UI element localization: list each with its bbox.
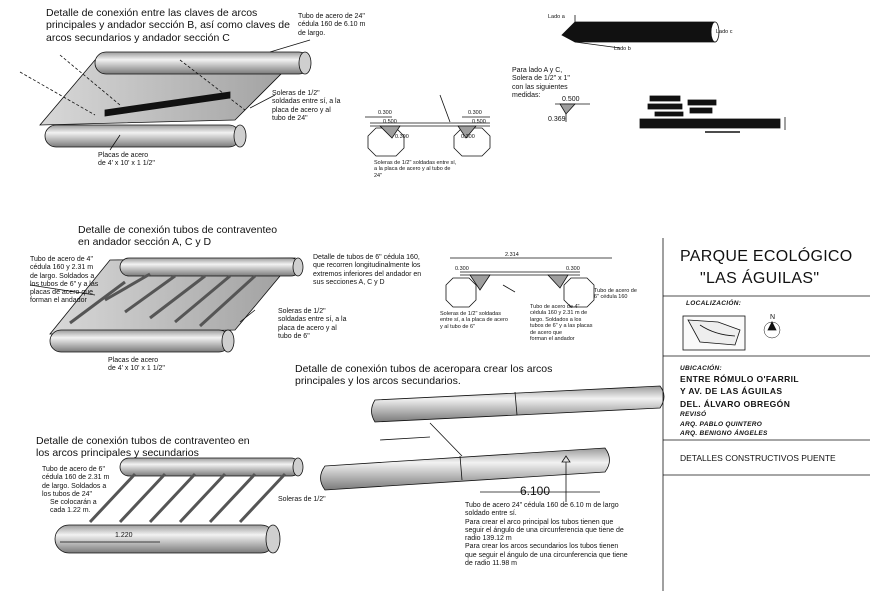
panel-e-note-soleras: Soleras de 1/2" soldadas entre sí, a la … bbox=[440, 311, 508, 330]
address-line-1: ENTRE RÓMULO O'FARRIL bbox=[680, 374, 800, 384]
panel-f-note-tubo: Tubo de acero de 6" cédula 160 de 2.31 m… bbox=[42, 466, 110, 498]
panel-a-isometric bbox=[19, 39, 312, 151]
panel-b-dim-c: 0.500 bbox=[383, 119, 397, 125]
panel-e-note-tubo6: Tubo de acero de 6" cédula 160 bbox=[594, 288, 637, 301]
title-block bbox=[662, 238, 870, 591]
address-line-3: DEL. ÁLVARO OBREGÓN bbox=[680, 399, 791, 409]
panel-f-isometric bbox=[54, 457, 304, 554]
reviewer-2: ARQ. BENIGNO ÁNGELES bbox=[680, 430, 768, 437]
panel-c-label-a: Lado a bbox=[548, 14, 565, 20]
north-label: N bbox=[770, 314, 776, 321]
panel-a-title: Detalle de conexión entre las claves de … bbox=[46, 7, 290, 44]
panel-e-dim-a: 0.300 bbox=[455, 266, 469, 272]
reviso-label: REVISÓ bbox=[680, 411, 707, 418]
panel-e-dim-b: 0.300 bbox=[566, 266, 580, 272]
panel-b-dim-f: 0.300 bbox=[461, 134, 475, 140]
panel-b-dim-d: 0.500 bbox=[472, 119, 486, 125]
panel-b-dim-a: 0.300 bbox=[378, 110, 392, 116]
panel-g-note: Tubo de acero 24" cédula 160 de 6.10 m d… bbox=[465, 502, 628, 567]
panel-a-note-tubo: Tubo de acero de 24" cédula 160 de 6.10 … bbox=[298, 13, 366, 37]
ubicacion-label: UBICACIÓN: bbox=[680, 365, 722, 372]
panel-b-section bbox=[365, 94, 491, 157]
panel-c-solera bbox=[555, 15, 786, 133]
project-title-line1: PARQUE ECOLÓGICO bbox=[680, 248, 853, 265]
panel-g-title: Detalle de conexión tubos de aceropara c… bbox=[295, 363, 553, 388]
panel-d-isometric bbox=[29, 257, 304, 353]
localizacion-label: LOCALIZACIÓN: bbox=[686, 300, 742, 307]
panel-g-dim: 6.100 bbox=[520, 484, 551, 498]
panel-c-label-b: Lado b bbox=[614, 46, 631, 52]
panel-d-note-right: Detalle de tubos de 6" cédula 160, que r… bbox=[313, 254, 422, 286]
panel-a-note-soleras: Soleras de 1/2" soldadas entre sí, a la … bbox=[272, 90, 341, 122]
panel-f-note-spacing: Se colocarán a cada 1.22 m. bbox=[50, 499, 97, 515]
panel-d-note-left: Tubo de acero de 4" cédula 160 y 2.31 m … bbox=[30, 256, 99, 305]
panel-b-dim-e: 0.300 bbox=[395, 134, 409, 140]
panel-g-tubes bbox=[320, 385, 665, 502]
panel-b-note: Soleras de 1/2" soldadas entre sí, a la … bbox=[374, 160, 457, 179]
panel-d-note-placas: Placas de acero de 4' x 10' x 1 1/2" bbox=[108, 357, 165, 373]
panel-c-dim-2: 0.369 bbox=[548, 116, 566, 123]
panel-f-dim: 1.220 bbox=[115, 532, 133, 539]
panel-e-section bbox=[445, 257, 612, 308]
sheet-title: DETALLES CONSTRUCTIVOS PUENTE bbox=[680, 453, 836, 463]
panel-a-note-placas: Placas de acero de 4' x 10' x 1 1/2" bbox=[98, 152, 155, 168]
address-line-2: Y AV. DE LAS ÁGUILAS bbox=[680, 386, 783, 396]
panel-f-note-soleras: Soleras de 1/2" bbox=[278, 496, 326, 503]
panel-b-dim-b: 0.300 bbox=[468, 110, 482, 116]
panel-d-note-soleras: Soleras de 1/2" soldadas entre sí, a la … bbox=[278, 308, 347, 340]
panel-f-title: Detalle de conexión tubos de contravente… bbox=[36, 435, 250, 460]
panel-d-title: Detalle de conexión tubos de contravente… bbox=[78, 224, 278, 249]
panel-c-dim-1: 0.500 bbox=[562, 96, 580, 103]
panel-e-dim-top: 2.314 bbox=[505, 252, 519, 258]
project-title-line2: "LAS ÁGUILAS" bbox=[700, 270, 820, 287]
panel-e-note-tubo4: Tubo de acero de 4" cédula 160 y 2.31 m … bbox=[530, 304, 593, 343]
reviewer-1: ARQ. PABLO QUINTERO bbox=[680, 421, 763, 428]
panel-c-label-c: Lado c bbox=[716, 29, 733, 35]
panel-c-note: Para lado A y C, Solera de 1/2" x 1" con… bbox=[512, 67, 570, 99]
